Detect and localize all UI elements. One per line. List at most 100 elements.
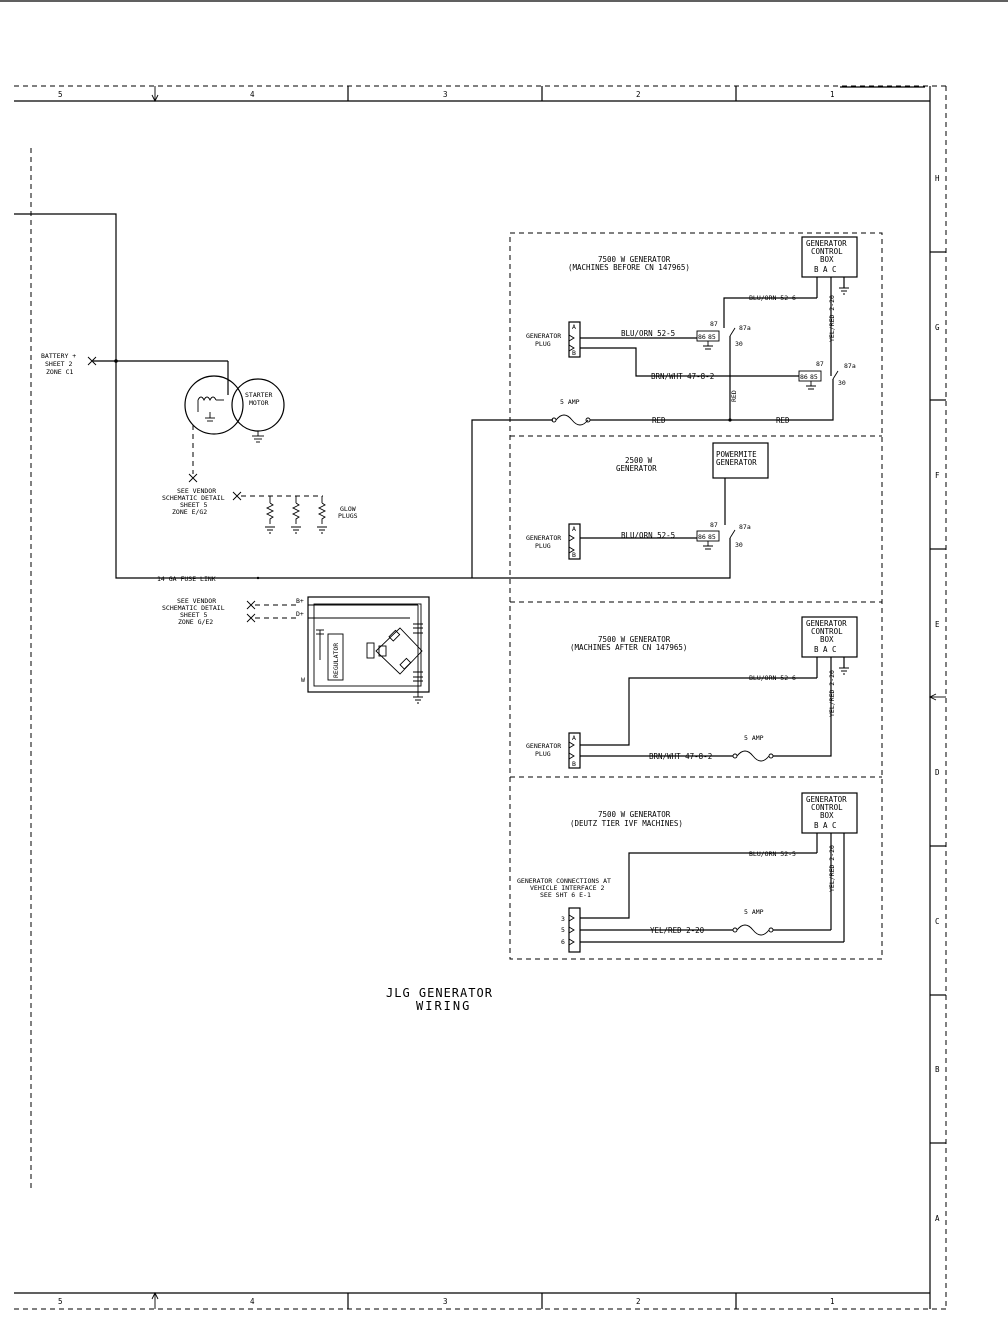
label: 2500 W	[625, 456, 653, 465]
starter-motor: STARTER MOTOR	[184, 361, 285, 483]
label: 7500 W GENERATOR	[598, 810, 671, 819]
solenoid-coil-icon	[197, 396, 217, 402]
label: D+	[296, 610, 304, 618]
label: SCHEMATIC DETAIL	[162, 494, 225, 502]
label: YEL/RED 2-20	[828, 295, 836, 342]
col-label: 4	[250, 90, 255, 99]
label: SEE VENDOR	[177, 597, 216, 605]
label: GENERATOR	[526, 332, 561, 340]
label: BOX	[820, 811, 834, 820]
label: BRN/WHT 47-8-2	[651, 372, 714, 381]
label: 7500 W GENERATOR	[598, 255, 671, 264]
label: GENERATOR	[806, 239, 847, 248]
label: BLU/ORN 52-6	[749, 674, 796, 682]
label: SCHEMATIC DETAIL	[162, 604, 225, 612]
svg-text:A: A	[572, 734, 576, 742]
label: 5	[561, 926, 565, 934]
label: 87a	[739, 324, 751, 332]
label: ZONE E/G2	[172, 508, 207, 516]
label: CONTROL	[811, 247, 843, 256]
row-label: C	[935, 917, 940, 926]
label: GENERATOR	[806, 619, 847, 628]
label: BLU/ORN 52-6	[749, 294, 796, 302]
row-labels: H G F E D C B A	[935, 174, 940, 1223]
label: 3	[561, 915, 565, 923]
label: 30	[735, 340, 743, 348]
svg-text:B: B	[572, 760, 576, 768]
generator-control-box	[801, 792, 858, 834]
glow-plug-icon	[265, 502, 275, 524]
label: (DEUTZ TIER IVF MACHINES)	[570, 819, 683, 828]
fuse-link-label: 14 GA FUSE LINK	[157, 575, 216, 583]
row-label: E	[935, 620, 940, 629]
glow-plugs: SEE VENDOR SCHEMATIC DETAIL SHEET 5 ZONE…	[162, 487, 358, 534]
label: CONTROL	[811, 627, 843, 636]
col-label: 2	[636, 1297, 641, 1306]
title-line-1: JLG GENERATOR	[386, 986, 493, 1000]
label: ZONE G/E2	[178, 618, 213, 626]
label: CONTROL	[811, 803, 843, 812]
label: YEL/RED 2-20	[828, 670, 836, 717]
label: GENERATOR	[526, 742, 561, 750]
label: SHEET 2	[45, 360, 72, 368]
label: GENERATOR	[806, 795, 847, 804]
row-label: F	[935, 471, 940, 480]
label: SEE VENDOR	[177, 487, 216, 495]
label: BRN/WHT 47-8-2	[649, 752, 712, 761]
svg-text:B: B	[572, 349, 576, 357]
row-label: B	[935, 1065, 940, 1074]
label: RED	[730, 390, 738, 402]
glow-plug-icon	[291, 502, 301, 524]
label: SEE SHT 6 E-1	[540, 891, 591, 899]
label: GENERATOR CONNECTIONS AT	[517, 877, 611, 885]
battery-circuit: BATTERY + SHEET 2 ZONE C1 14 GA FUSE LIN…	[14, 213, 731, 583]
label: 87a	[844, 362, 856, 370]
col-label: 5	[58, 1297, 63, 1306]
svg-text:86: 86	[698, 533, 706, 541]
label: (MACHINES AFTER CN 147965)	[570, 643, 687, 652]
relay	[798, 370, 822, 382]
label: BATTERY +	[41, 352, 76, 360]
fuse-icon	[736, 750, 770, 762]
label: PLUGS	[338, 512, 358, 520]
label: YEL/RED 2-20	[828, 845, 836, 892]
panel-7500w-before: 7500 W GENERATOR (MACHINES BEFORE CN 147…	[526, 236, 858, 426]
panel-2500w: 2500 W GENERATOR POWERMITE GENERATOR A B…	[526, 442, 769, 560]
label: BOX	[820, 635, 834, 644]
fuse-icon	[555, 414, 589, 426]
label: RED	[652, 416, 666, 425]
generator-control-box	[801, 616, 858, 658]
label: 87	[710, 320, 718, 328]
generator-plug	[568, 732, 581, 769]
col-label: 5	[58, 90, 63, 99]
label: BOX	[820, 255, 834, 264]
label: B A C	[814, 821, 837, 830]
label: B A C	[814, 265, 837, 274]
drawing-title: JLG GENERATOR WIRING	[386, 986, 493, 1013]
col-label: 1	[830, 90, 835, 99]
panels-frame	[509, 232, 883, 960]
svg-text:86: 86	[800, 373, 808, 381]
label: 7500 W GENERATOR	[598, 635, 671, 644]
svg-text:A: A	[572, 323, 576, 331]
label: ZONE C1	[46, 368, 73, 376]
col-label: 3	[443, 1297, 448, 1306]
battery-terminal-mark	[87, 356, 97, 366]
svg-text:86: 86	[698, 333, 706, 341]
label: 5 AMP	[744, 734, 764, 742]
title-line-2: WIRING	[416, 999, 471, 1013]
label: YEL/RED 2-20	[650, 926, 705, 935]
label: REGULATOR	[332, 643, 340, 678]
col-label: 1	[830, 1297, 835, 1306]
column-labels-bottom: 5 4 3 2 1	[58, 1297, 835, 1306]
col-label: 4	[250, 1297, 255, 1306]
panel-7500w-after: 7500 W GENERATOR (MACHINES AFTER CN 1479…	[526, 616, 858, 769]
label: POWERMITE	[716, 450, 757, 459]
label: PLUG	[535, 750, 551, 758]
label: 30	[838, 379, 846, 387]
label: 30	[735, 541, 743, 549]
row-label: G	[935, 323, 940, 332]
label: RED	[776, 416, 790, 425]
regulator	[327, 633, 344, 681]
generator-control-box	[801, 236, 858, 278]
